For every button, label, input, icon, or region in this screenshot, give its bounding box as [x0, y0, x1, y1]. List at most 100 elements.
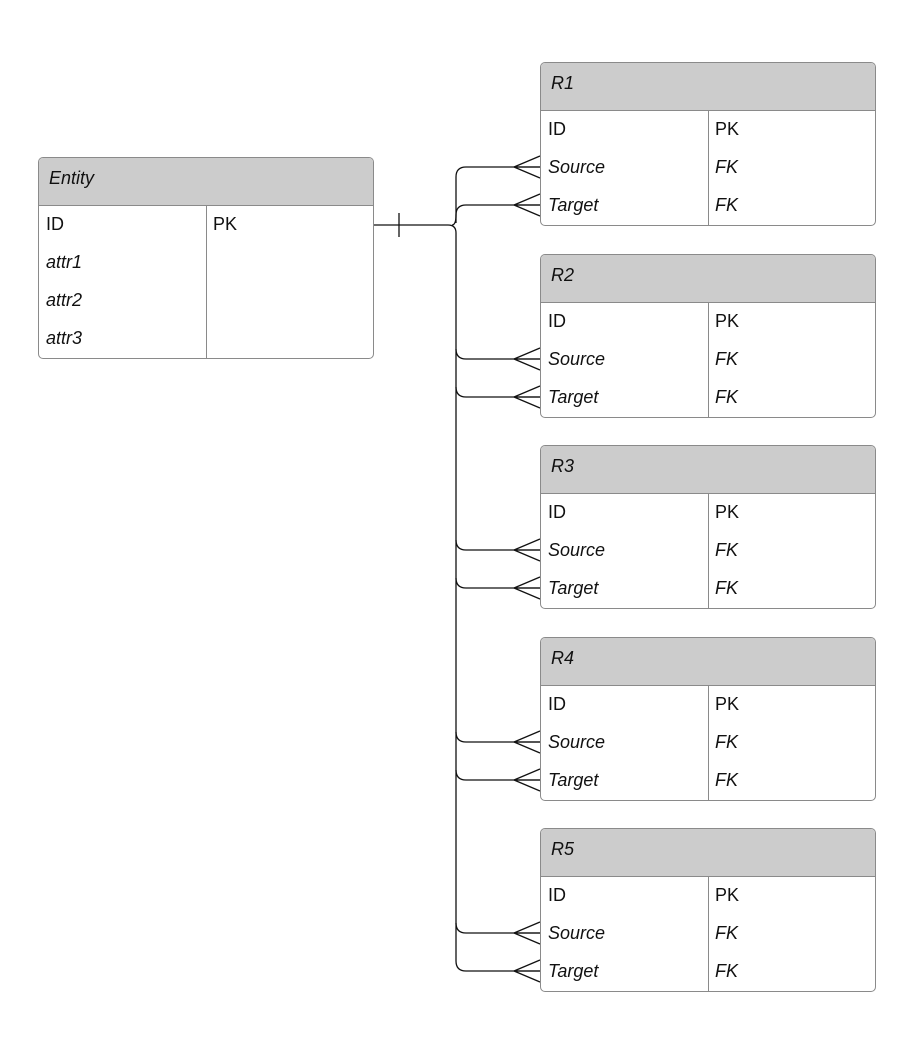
entity-row[interactable]: attr2 [39, 282, 373, 320]
relation-table-title: R4 [551, 648, 575, 668]
entity-row[interactable]: attr3 [39, 320, 373, 358]
relation-field-name: Source [548, 540, 606, 560]
relation-field-key: FK [715, 195, 739, 215]
relation-table-header: R1 [541, 63, 875, 111]
relation-row[interactable]: Source FK [541, 915, 875, 953]
entity-table-body: ID PK attr1 attr2 attr3 [39, 206, 373, 358]
relation-row[interactable]: ID PK [541, 111, 875, 149]
entity-field-name: ID [46, 214, 64, 234]
relation-row[interactable]: Target FK [541, 570, 875, 608]
relation-field-key: FK [715, 578, 739, 598]
relation-table-header: R4 [541, 638, 875, 686]
relation-row[interactable]: Target FK [541, 187, 875, 225]
many-cardinality-mark [513, 193, 541, 217]
entity-field-name: attr2 [46, 290, 83, 310]
relation-field-key: PK [715, 119, 740, 139]
relation-field-key: FK [715, 387, 739, 407]
relation-field-name: ID [548, 694, 566, 714]
many-cardinality-mark [513, 385, 541, 409]
column-divider [708, 686, 709, 800]
relation-table-title: R2 [551, 265, 575, 285]
entity-field-name: attr3 [46, 328, 83, 348]
entity-table-title: Entity [49, 168, 95, 188]
relation-field-name: Source [548, 732, 606, 752]
relation-field-key: FK [715, 157, 739, 177]
relation-row[interactable]: Source FK [541, 149, 875, 187]
relation-row[interactable]: Target FK [541, 379, 875, 417]
relation-table-header: R2 [541, 255, 875, 303]
relation-field-key: FK [715, 961, 739, 981]
relation-field-key: FK [715, 540, 739, 560]
entity-field-name: attr1 [46, 252, 83, 272]
relation-table-title: R5 [551, 839, 575, 859]
relation-table-title: R1 [551, 73, 575, 93]
column-divider [708, 494, 709, 608]
column-divider [708, 303, 709, 417]
relation-field-name: ID [548, 885, 566, 905]
relation-field-key: FK [715, 349, 739, 369]
relation-field-name: Target [548, 770, 599, 790]
relation-field-name: Target [548, 387, 599, 407]
entity-row[interactable]: ID PK [39, 206, 373, 244]
entity-row[interactable]: attr1 [39, 244, 373, 282]
column-divider [206, 206, 207, 358]
relation-field-key: FK [715, 923, 739, 943]
connector-line [455, 166, 540, 223]
relation-field-name: ID [548, 311, 566, 331]
relation-row[interactable]: ID PK [541, 303, 875, 341]
relation-field-key: PK [715, 311, 740, 331]
relation-row[interactable]: ID PK [541, 686, 875, 724]
relation-field-name: Target [548, 961, 599, 981]
relation-field-key: FK [715, 770, 739, 790]
entity-field-key: PK [213, 214, 238, 234]
entity-connector-line [374, 224, 457, 234]
column-divider [708, 111, 709, 225]
relation-field-name: ID [548, 119, 566, 139]
relation-field-key: FK [715, 732, 739, 752]
relation-row[interactable]: Source FK [541, 724, 875, 762]
many-cardinality-mark [513, 768, 541, 792]
relation-table-header: R3 [541, 446, 875, 494]
relation-row[interactable]: Source FK [541, 341, 875, 379]
many-cardinality-mark [513, 538, 541, 562]
relation-field-name: Source [548, 157, 606, 177]
many-cardinality-mark [513, 921, 541, 945]
relation-row[interactable]: Target FK [541, 953, 875, 991]
relation-field-name: Source [548, 349, 606, 369]
many-cardinality-mark [513, 347, 541, 371]
relation-field-key: PK [715, 502, 740, 522]
entity-table-header: Entity [39, 158, 373, 206]
many-cardinality-mark [513, 155, 541, 179]
many-cardinality-mark [513, 730, 541, 754]
relation-table-header: R5 [541, 829, 875, 877]
relation-field-name: Target [548, 578, 599, 598]
connector-line [451, 204, 540, 226]
connector-line [455, 960, 540, 972]
relation-field-name: ID [548, 502, 566, 522]
relation-row[interactable]: ID PK [541, 494, 875, 532]
column-divider [708, 877, 709, 991]
relation-row[interactable]: ID PK [541, 877, 875, 915]
many-cardinality-mark [513, 576, 541, 600]
relation-field-name: Source [548, 923, 606, 943]
relation-row[interactable]: Source FK [541, 532, 875, 570]
entity-table[interactable]: Entity ID PK attr1 attr2 attr3 [38, 157, 374, 359]
relation-row[interactable]: Target FK [541, 762, 875, 800]
relation-field-key: PK [715, 694, 740, 714]
relation-table-title: R3 [551, 456, 575, 476]
many-cardinality-mark [513, 959, 541, 983]
relation-field-name: Target [548, 195, 599, 215]
relation-field-key: PK [715, 885, 740, 905]
